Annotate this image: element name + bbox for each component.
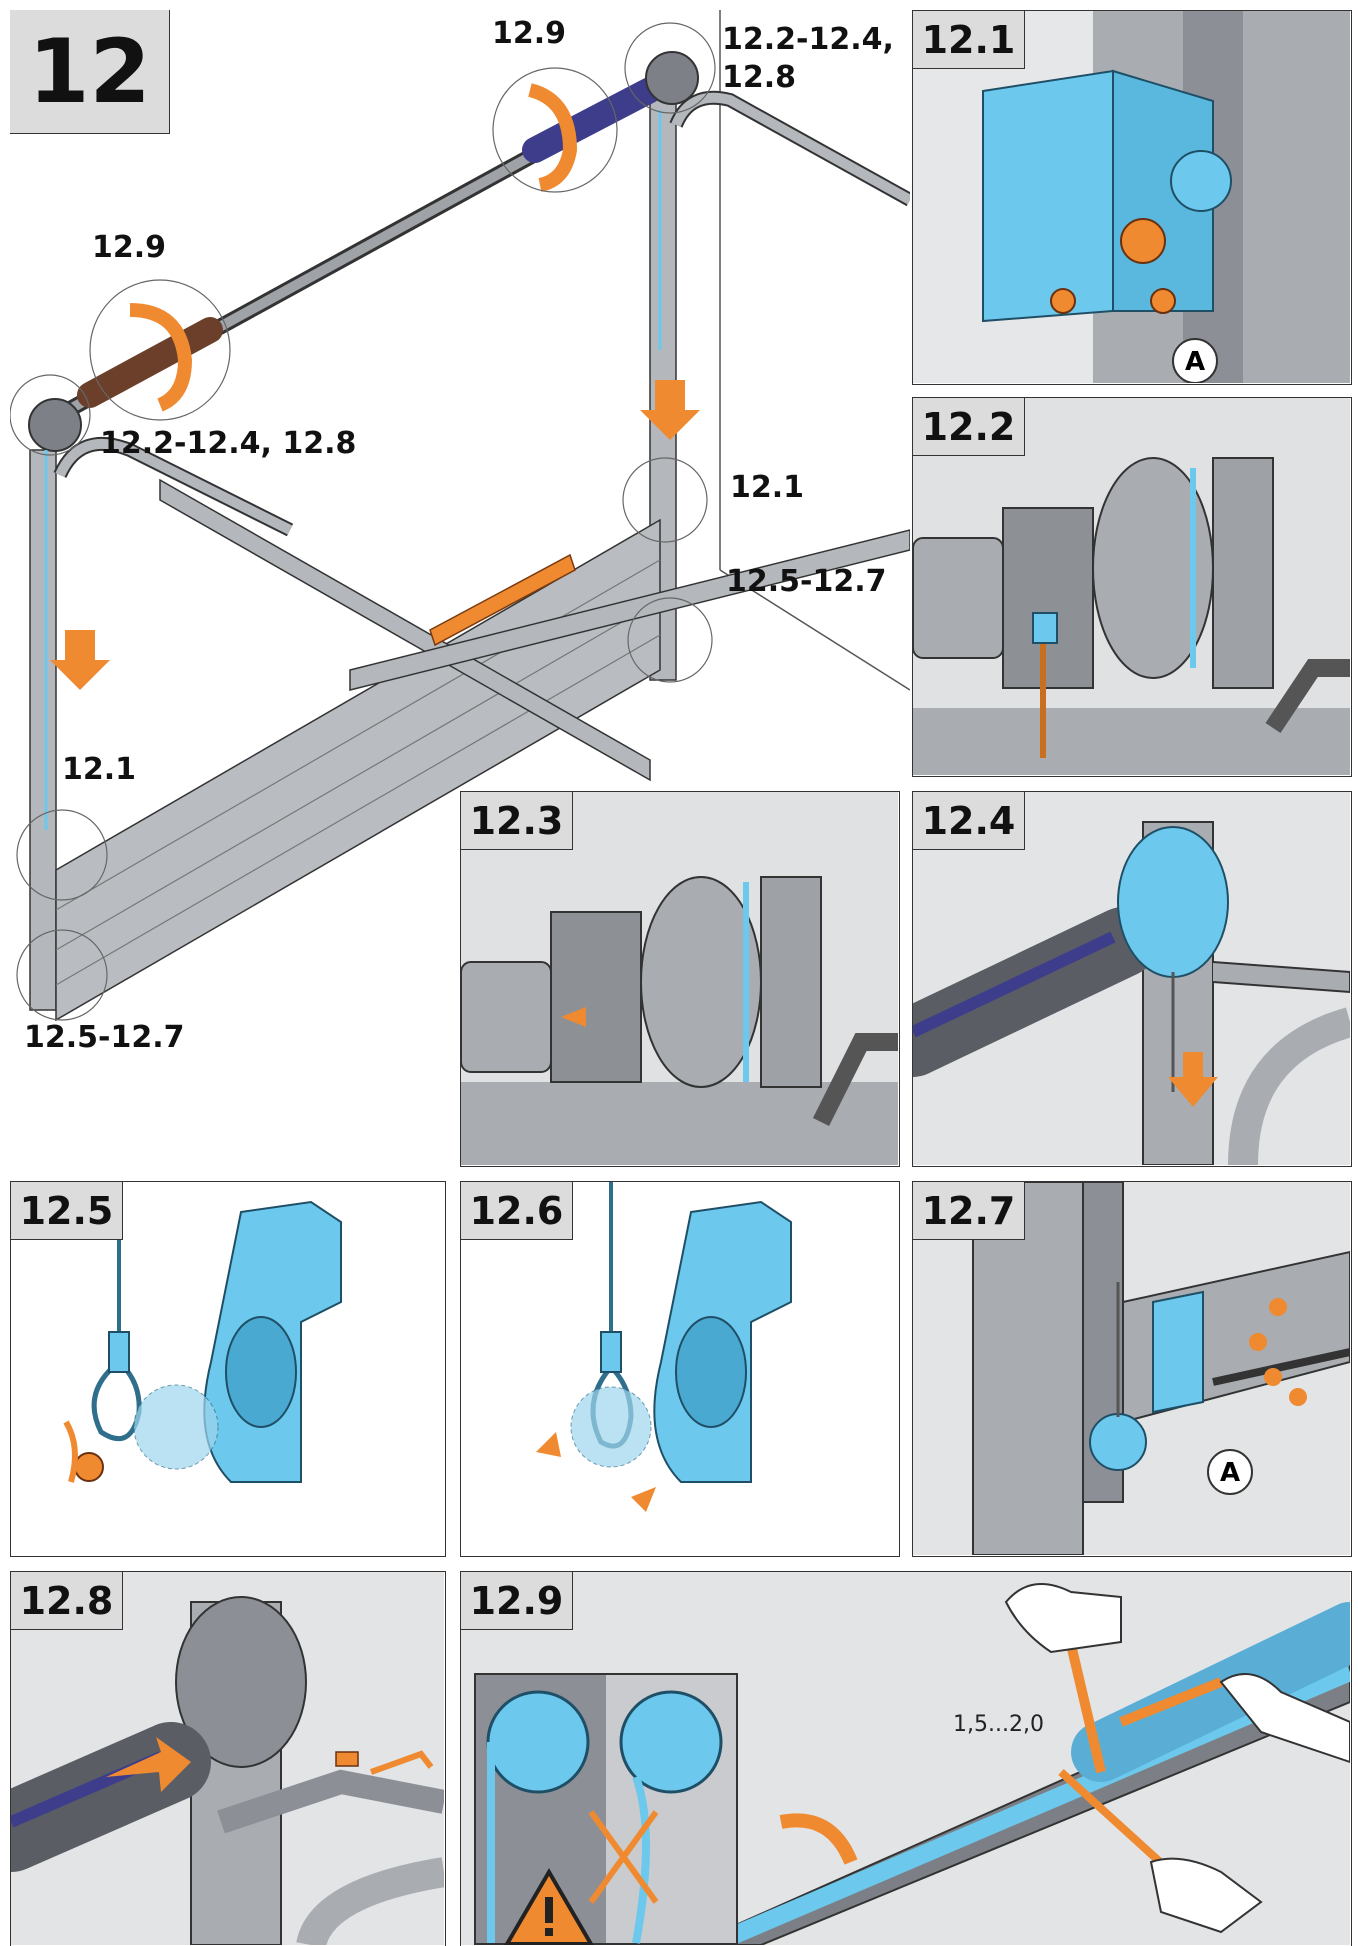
bottom-bracket-cable-illustration <box>63 1182 342 1483</box>
panel-12-5: 12.5 <box>10 1181 446 1557</box>
panel-12-7: 12.7 A <box>912 1181 1352 1557</box>
set-screw-illustration <box>11 1572 444 1945</box>
turns-label: 1,5...2,0 <box>953 1712 1044 1737</box>
down-arrow-icon <box>640 380 700 440</box>
bottom-bracket-mount-illustration <box>913 1182 1350 1555</box>
marker-a: A <box>1219 1458 1241 1488</box>
rotate-arrow-icon <box>527 83 578 192</box>
panel-12-9-label: 12.9 <box>461 1572 573 1630</box>
spring-winding-illustration <box>461 1572 1350 1945</box>
panel-12-1-label: 12.1 <box>913 11 1025 69</box>
panel-12-8: 12.8 <box>10 1571 446 1946</box>
panel-12-5-label: 12.5 <box>11 1182 123 1240</box>
rotate-arrow-icon <box>129 303 193 412</box>
callout-right-bottom: 12.5-12.7 <box>726 564 887 599</box>
panel-12-6: 12.6 <box>460 1181 900 1557</box>
callout-right-bracket: 12.1 <box>730 470 805 505</box>
cable-pin-illustration <box>536 1182 792 1512</box>
panel-12-1: 12.1 A <box>912 10 1352 385</box>
rotate-arrow-icon <box>779 1813 858 1865</box>
panel-12-2: 12.2 <box>912 397 1352 777</box>
callout-left-drum: 12.2-12.4, 12.8 <box>100 426 357 461</box>
panel-12-4: 12.4 <box>912 791 1352 1167</box>
panel-12-4-label: 12.4 <box>913 792 1025 850</box>
cable-drum-illustration <box>913 398 1350 775</box>
callout-right-drum-line2: 12.8 <box>722 60 797 95</box>
panel-12-3-label: 12.3 <box>461 792 573 850</box>
spring-cable-illustration <box>913 792 1350 1165</box>
panel-12-8-label: 12.8 <box>11 1572 123 1630</box>
down-arrow-icon <box>50 630 110 690</box>
panel-12-9: 12.9 1,5...2,0 <box>460 1571 1352 1946</box>
callout-left-bracket: 12.1 <box>62 752 137 787</box>
marker-a: A <box>1184 347 1206 377</box>
bracket-mount-illustration <box>913 11 1350 383</box>
panel-12-2-label: 12.2 <box>913 398 1025 456</box>
panel-12-6-label: 12.6 <box>461 1182 573 1240</box>
callout-right-drum-line1: 12.2-12.4, <box>722 22 894 57</box>
garage-door-overview-illustration <box>10 10 910 1022</box>
cable-tension-illustration <box>461 792 898 1165</box>
panel-12-7-label: 12.7 <box>913 1182 1025 1240</box>
callout-left-bottom: 12.5-12.7 <box>24 1020 185 1055</box>
step-number-tab: 12 <box>10 10 170 134</box>
callout-left-spring: 12.9 <box>92 230 167 265</box>
warning-icon <box>504 1868 594 1945</box>
callout-right-spring: 12.9 <box>492 16 567 51</box>
panel-12-3: 12.3 <box>460 791 900 1167</box>
